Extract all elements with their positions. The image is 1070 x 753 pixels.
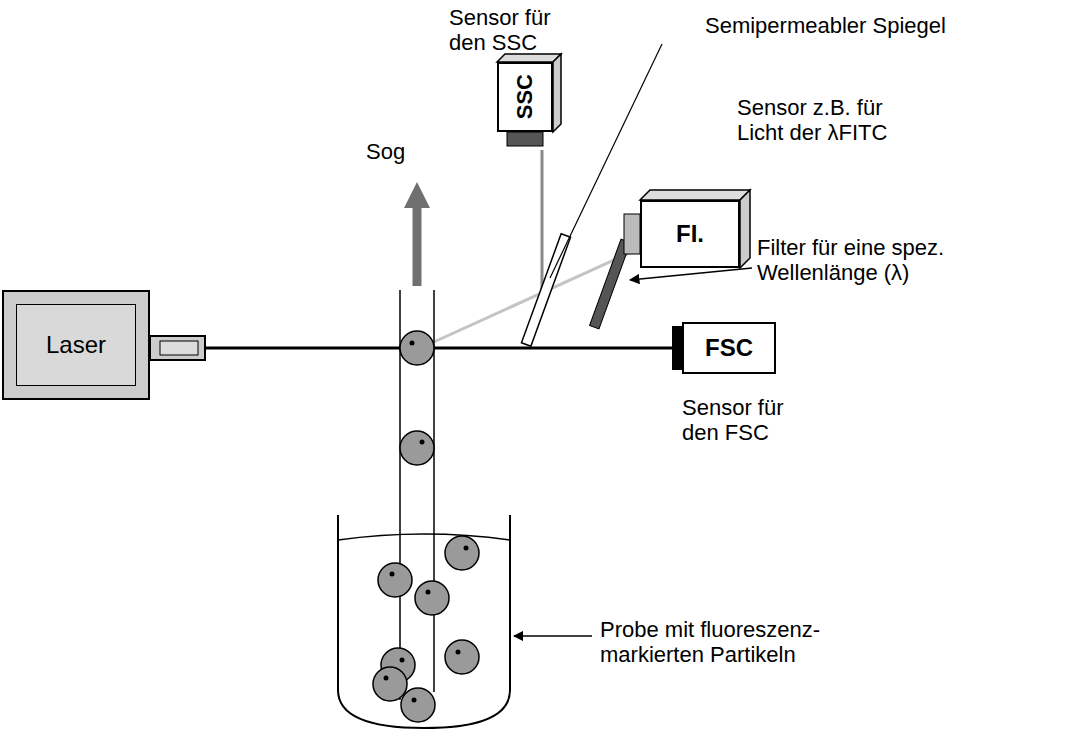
sensor-lens <box>507 132 543 146</box>
sensor-heading: Sensor für den SSC <box>449 6 584 55</box>
marker-dot <box>410 341 415 346</box>
filter-label: Filter für eine spez. Wellenlänge (λ) <box>757 236 982 285</box>
sensor-label: FI. <box>676 220 704 248</box>
mirror-label: Semipermeabler Spiegel <box>705 14 985 39</box>
sensor-label: SSC <box>512 74 537 119</box>
marker-dot <box>456 650 461 655</box>
particle <box>373 667 407 701</box>
particle <box>400 431 434 465</box>
particles <box>373 331 479 722</box>
laser-box: Laser <box>2 290 150 400</box>
laser-nozzle-inner <box>160 341 198 355</box>
leader-arrow <box>630 268 752 280</box>
particle <box>445 536 479 570</box>
leader-arrow <box>514 635 592 637</box>
sensor-heading: Sensor für den FSC <box>682 396 817 445</box>
marker-dot <box>412 698 417 703</box>
laser-nozzle <box>150 336 205 360</box>
laser-label: Laser <box>46 331 106 359</box>
particle <box>415 581 449 615</box>
particle <box>445 640 479 674</box>
sensor-top-face <box>497 54 561 62</box>
sensor-side-face <box>740 190 750 268</box>
side-scatter-beam <box>541 150 544 296</box>
particle <box>400 331 434 365</box>
sensor-label: FSC <box>705 334 753 362</box>
marker-dot <box>464 546 469 551</box>
sensor-lens <box>624 214 640 254</box>
marker-dot <box>400 658 405 663</box>
sensor-lens <box>672 326 682 370</box>
particle <box>378 563 412 597</box>
marker-dot <box>384 676 389 681</box>
sensor-side-face <box>553 54 561 132</box>
particle <box>401 688 435 722</box>
sensor-heading: Sensor z.B. für Licht der λFITC <box>737 96 922 145</box>
suction-arrow-head <box>404 182 430 208</box>
ssc-sensor: Sensor für den SSCSSC <box>497 62 553 132</box>
test-tube <box>338 515 510 728</box>
flow-label: Sog <box>366 140 426 165</box>
fluorescent-marks <box>384 341 469 703</box>
sample-label: Probe mit fluoreszenz- markierten Partik… <box>600 618 850 667</box>
fsc-sensor: FSCSensor für den FSC <box>682 322 776 374</box>
fluorescence-sensor: Sensor z.B. für Licht der λFITCFI. <box>640 200 740 268</box>
marker-dot <box>390 572 395 577</box>
sensor-top-face <box>640 190 750 200</box>
marker-dot <box>426 590 431 595</box>
liquid-level <box>338 534 510 540</box>
marker-dot <box>420 440 425 445</box>
suction-arrow <box>413 205 422 286</box>
